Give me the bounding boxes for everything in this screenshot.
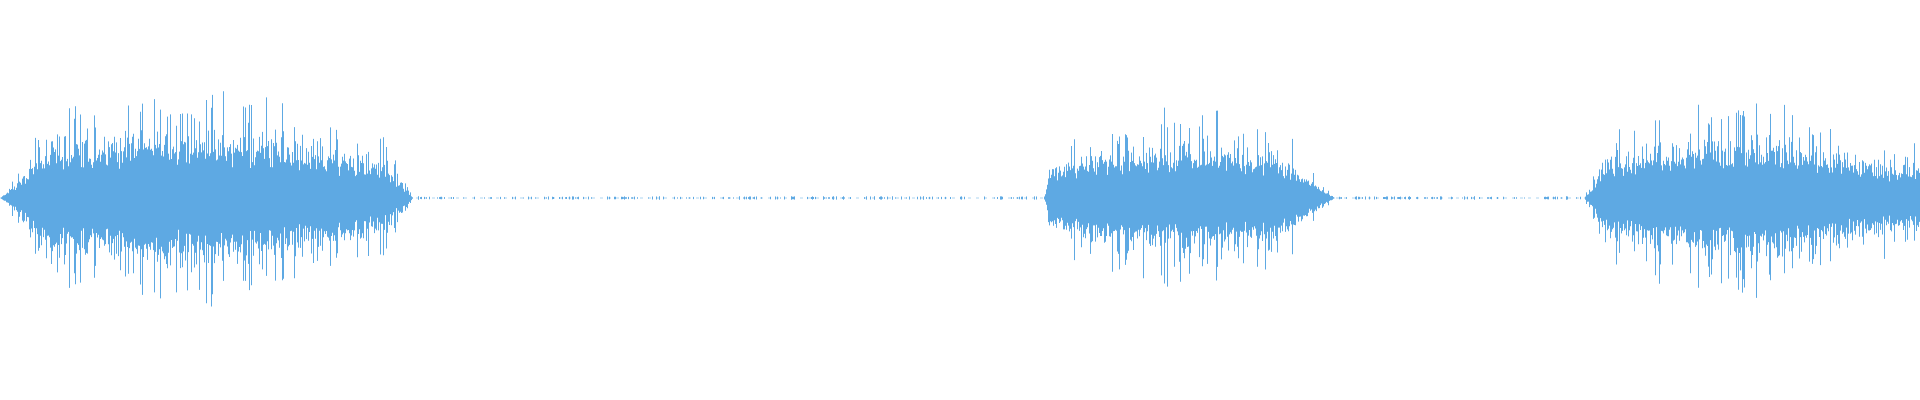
waveform-bars	[0, 91, 1920, 307]
waveform-amplitude-path	[1, 91, 1920, 307]
